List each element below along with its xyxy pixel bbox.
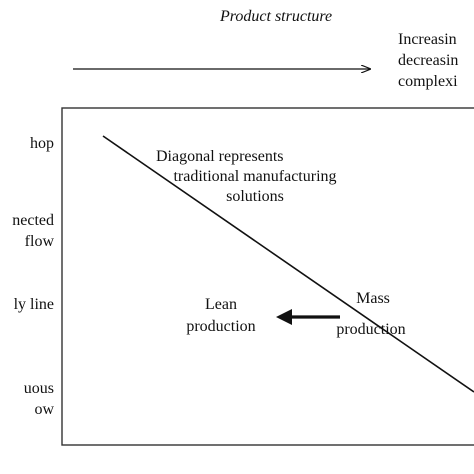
mass-production-line-2: production xyxy=(336,321,406,338)
top-right-line-1: Increasin xyxy=(398,31,457,48)
left-label-connected-flow: nected flow xyxy=(0,210,54,252)
top-right-line-3: complexi xyxy=(398,73,458,90)
lean-production-line-1: Lean xyxy=(205,296,237,313)
diagonal-label: Diagonal represents traditional manufact… xyxy=(150,147,360,207)
left-label-connected-flow-line-1: nected xyxy=(12,212,54,229)
left-label-continuous-flow-line-2: ow xyxy=(34,401,54,418)
product-structure-title: Product structure xyxy=(220,8,333,25)
mass-production-line-1: Mass xyxy=(356,290,390,307)
diagonal-label-line-1: Diagonal represents xyxy=(156,148,284,165)
lean-production-line-2: production xyxy=(186,318,256,335)
diagonal-label-line-3: solutions xyxy=(226,188,284,205)
lean-arrow-head xyxy=(276,309,292,325)
left-label-continuous-flow-line-1: uous xyxy=(23,380,54,397)
matrix-frame xyxy=(61,107,474,446)
left-label-job-shop: hop xyxy=(0,133,54,154)
left-label-continuous-flow: uous ow xyxy=(0,378,54,420)
lean-production-label: Lean production xyxy=(166,294,276,338)
mass-production-label: Mass production xyxy=(318,288,428,350)
left-label-connected-flow-line-2: flow xyxy=(24,233,54,250)
top-right-label: Increasin decreasin complexi xyxy=(398,29,458,92)
diagonal-line xyxy=(102,135,474,393)
diagonal-label-line-2: traditional manufacturing xyxy=(173,168,337,185)
left-label-assembly-line: ly line xyxy=(0,294,54,315)
left-label-job-shop-line-1: hop xyxy=(30,135,54,152)
top-right-line-2: decreasin xyxy=(398,52,459,69)
left-label-assembly-line-line-1: ly line xyxy=(13,296,54,313)
